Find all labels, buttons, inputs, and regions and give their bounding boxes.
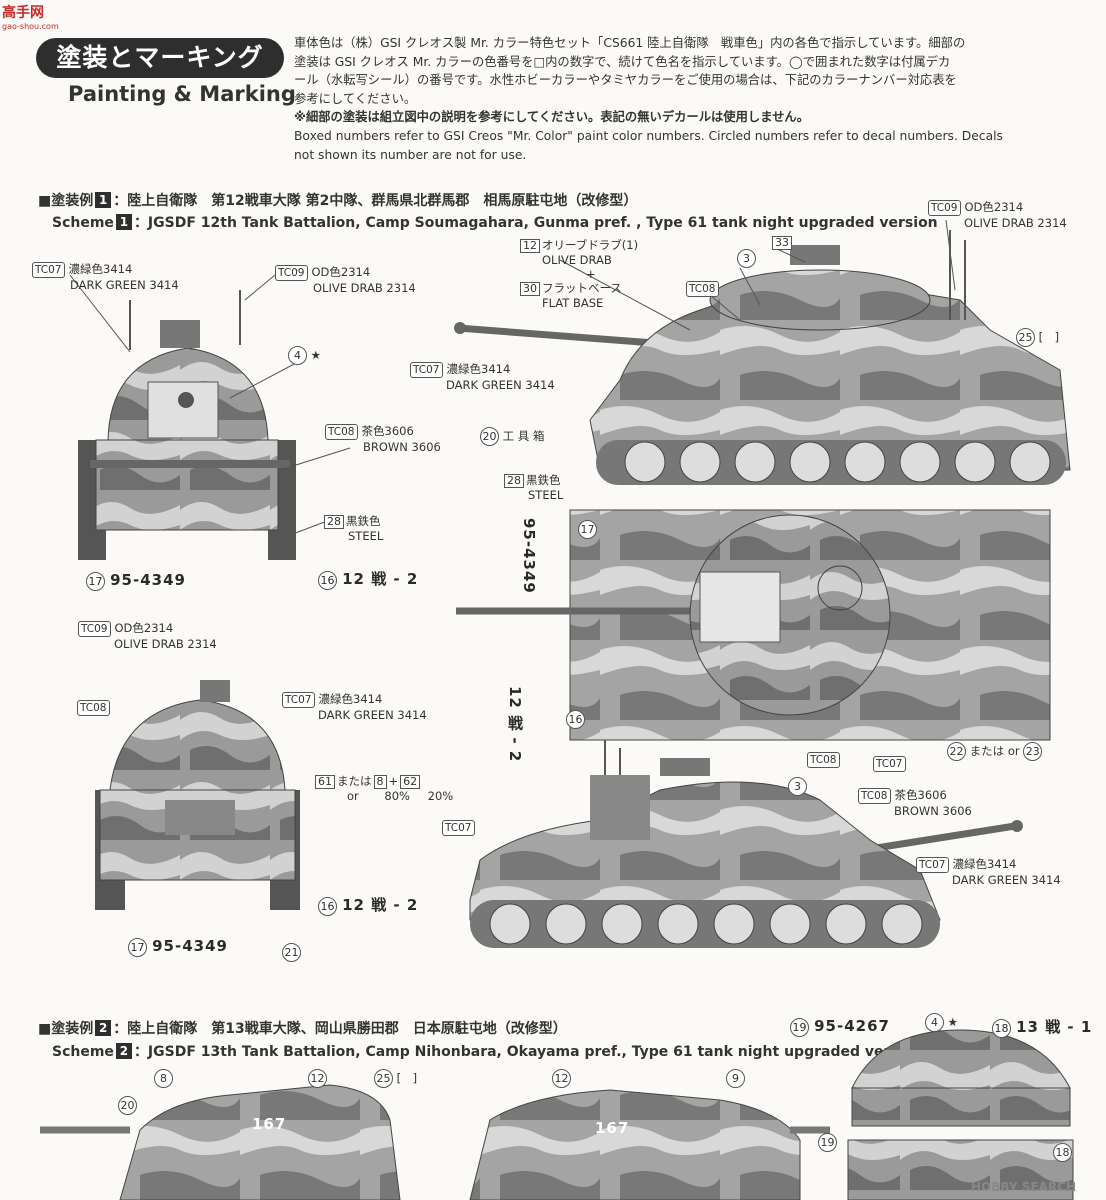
s2-hull-number-right: 167 — [595, 1119, 630, 1137]
callout-decal4-front: 4 ★ — [288, 346, 321, 365]
callout-decal21-rear: 21 — [282, 943, 301, 962]
scheme2-front — [851, 1029, 1071, 1127]
callout-tc07-top: TC07 — [873, 756, 910, 772]
s2-decal20: 20 — [118, 1096, 137, 1115]
top-plate-marking: 95-4349 — [520, 518, 538, 594]
section-title-badge: 塗装とマーキング — [36, 38, 284, 78]
intro-text: 車体色は（株）GSI クレオス製 Mr. カラー特色セット「CS661 陸上自衛… — [294, 34, 1084, 164]
side-view-tank-right — [469, 740, 1023, 948]
callout-tc08-top: TC08 — [807, 752, 844, 768]
intro-line: 車体色は（株）GSI クレオス製 Mr. カラー特色セット「CS661 陸上自衛… — [294, 36, 966, 50]
s2-decal8: 8 — [154, 1069, 173, 1088]
rear-unit-marking: 16 12 戦 - 2 — [318, 894, 418, 916]
intro-note: ※細部の塗装は組立図中の説明を参考にしてください。表記の無いデカールは使用しませ… — [294, 110, 810, 125]
s2-decal18-rear: 18 — [1053, 1143, 1072, 1162]
callout-decal22-23: 22 または or 23 — [947, 742, 1043, 761]
callout-33: 33 — [770, 235, 794, 250]
s2-decal9: 9 — [726, 1069, 745, 1088]
callout-decal16-top: 16 — [566, 710, 585, 729]
callout-decal25-side: 25 [ ] — [1016, 328, 1059, 347]
watermark: HOBBY SEARCH — [971, 1180, 1076, 1194]
scheme2-rear — [847, 1139, 1074, 1200]
s2-plate-marking: 19 95-4267 — [790, 1016, 890, 1037]
callout-tc08-side: TC08 — [686, 281, 723, 297]
front-plate-marking: 17 95-4349 — [86, 570, 186, 591]
intro-line-en: Boxed numbers refer to GSI Creos "Mr. Co… — [294, 128, 1003, 143]
callout-decal3-side: 3 — [737, 249, 756, 268]
front-unit-marking: 16 12 戦 - 2 — [318, 568, 418, 590]
callout-tc08-rear: TC08 — [77, 700, 114, 716]
s2-decal19-rear: 19 — [818, 1133, 837, 1152]
side-view-tank-left — [454, 230, 1071, 485]
top-view-tank — [456, 509, 1051, 741]
scheme2-side-right — [469, 1089, 830, 1200]
intro-line: 参考にしてください。 — [294, 91, 417, 106]
callout-decal3-side2: 3 — [788, 777, 807, 796]
intro-line: 塗装は GSI クレオス Mr. カラーの色番号を□内の数字で、続けて色名を指示… — [294, 54, 951, 69]
callout-decal17-top: 17 — [578, 520, 597, 539]
callout-decal20-side: 20 工 具 箱 — [480, 427, 544, 446]
s2-decal25: 25 [ ] — [374, 1069, 417, 1088]
section-subtitle: Painting & Marking — [68, 82, 296, 106]
scheme2-side-left — [40, 1084, 401, 1200]
rear-view-tank — [95, 680, 300, 910]
top-unit-marking: 12 戦 - 2 — [506, 686, 524, 763]
s2-decal4: 4 ★ — [925, 1013, 958, 1032]
s2-unit-marking: 18 13 戦 - 1 — [992, 1016, 1092, 1038]
rear-plate-marking: 17 95-4349 — [128, 936, 228, 957]
s2-decal12-right: 12 — [552, 1069, 571, 1088]
intro-line: ール（水転写シール）の番号です。水性ホビーカラーやタミヤカラーをご使用の場合は、… — [294, 73, 957, 88]
front-view-tank — [78, 290, 296, 560]
callout-tc07-side2-left: TC07 — [442, 820, 479, 836]
intro-line-en: not shown its number are not for use. — [294, 147, 527, 162]
s2-hull-number-left: 167 — [252, 1115, 287, 1133]
s2-decal12-left: 12 — [308, 1069, 327, 1088]
